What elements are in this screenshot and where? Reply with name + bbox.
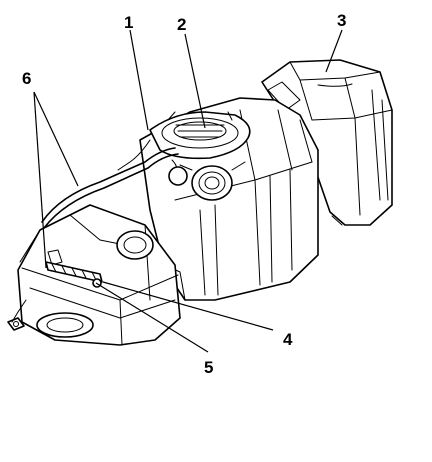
leader-line-3 xyxy=(325,29,343,73)
callout-5: 5 xyxy=(204,358,213,377)
callout-labels: 1 2 3 4 5 6 xyxy=(22,11,346,377)
filler-neck xyxy=(179,161,246,201)
leader-line-1 xyxy=(129,29,149,131)
leader-line-5 xyxy=(95,282,209,353)
leader-line-2 xyxy=(184,33,206,129)
callout-2: 2 xyxy=(177,15,186,34)
leader-line-6a xyxy=(33,91,79,187)
fuel-sender-module xyxy=(149,111,251,160)
leader-line-4 xyxy=(102,281,274,331)
fuel-lines xyxy=(41,139,188,229)
leader-lines xyxy=(33,29,343,353)
leader-line-6b xyxy=(33,91,47,269)
callout-4: 4 xyxy=(283,330,293,349)
callout-1: 1 xyxy=(124,13,133,32)
callout-3: 3 xyxy=(337,11,346,30)
callout-6: 6 xyxy=(22,69,31,88)
